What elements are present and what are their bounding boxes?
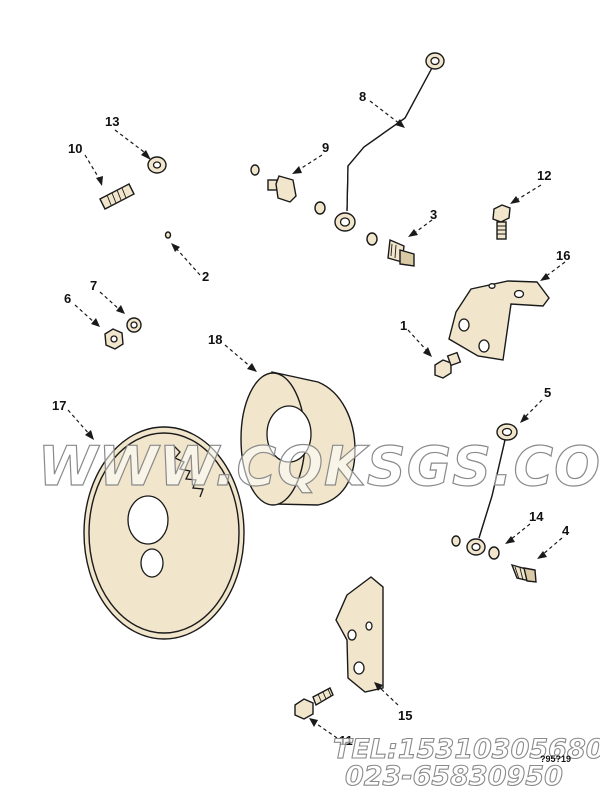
callout-5: 5 bbox=[544, 385, 551, 400]
bracket-part-15 bbox=[335, 576, 384, 693]
callout-14: 14 bbox=[529, 509, 544, 524]
gear-disc-part-17 bbox=[83, 426, 245, 640]
callout-6: 6 bbox=[64, 291, 71, 306]
callout-17: 17 bbox=[52, 398, 66, 413]
callout-1: 1 bbox=[400, 318, 407, 333]
watermark-phone: TEL:15310305680 bbox=[333, 734, 600, 765]
bolt-part-3 bbox=[366, 232, 415, 267]
callout-4: 4 bbox=[562, 523, 570, 538]
callout-13: 13 bbox=[105, 114, 119, 129]
bolt-part-11 bbox=[294, 687, 334, 720]
callout-8: 8 bbox=[359, 89, 366, 104]
bracket-part-16 bbox=[448, 280, 550, 361]
leader-lines bbox=[67, 100, 566, 739]
callout-16: 16 bbox=[556, 248, 570, 263]
tube-part-8 bbox=[334, 52, 445, 232]
bolt-part-12 bbox=[492, 204, 511, 240]
nut-part-6 bbox=[104, 328, 124, 350]
fitting-part-9 bbox=[250, 164, 326, 215]
callout-11: 11 bbox=[339, 733, 353, 748]
oring-part-2 bbox=[164, 231, 172, 239]
callout-15: 15 bbox=[398, 708, 412, 723]
callout-7: 7 bbox=[90, 278, 97, 293]
figure-number: ?95?19 bbox=[540, 754, 571, 764]
ring-part-18 bbox=[240, 371, 356, 506]
bolt-part-4 bbox=[510, 563, 537, 583]
callout-10: 10 bbox=[68, 141, 82, 156]
stud-part-10 bbox=[99, 183, 135, 210]
callout-2: 2 bbox=[202, 269, 209, 284]
watermark-url: WWW.CQKSGS.COM bbox=[38, 435, 600, 498]
callout-9: 9 bbox=[322, 140, 329, 155]
washer-part-14 bbox=[488, 546, 500, 560]
washer-part-13 bbox=[147, 156, 167, 174]
watermark-phone-2: 023-65830950 bbox=[345, 761, 563, 792]
callout-12: 12 bbox=[537, 168, 551, 183]
rod-part-5 bbox=[451, 423, 518, 556]
callout-18: 18 bbox=[208, 332, 222, 347]
washer-part-7 bbox=[126, 317, 142, 333]
bolt-part-1 bbox=[434, 351, 462, 379]
callout-3: 3 bbox=[430, 207, 437, 222]
